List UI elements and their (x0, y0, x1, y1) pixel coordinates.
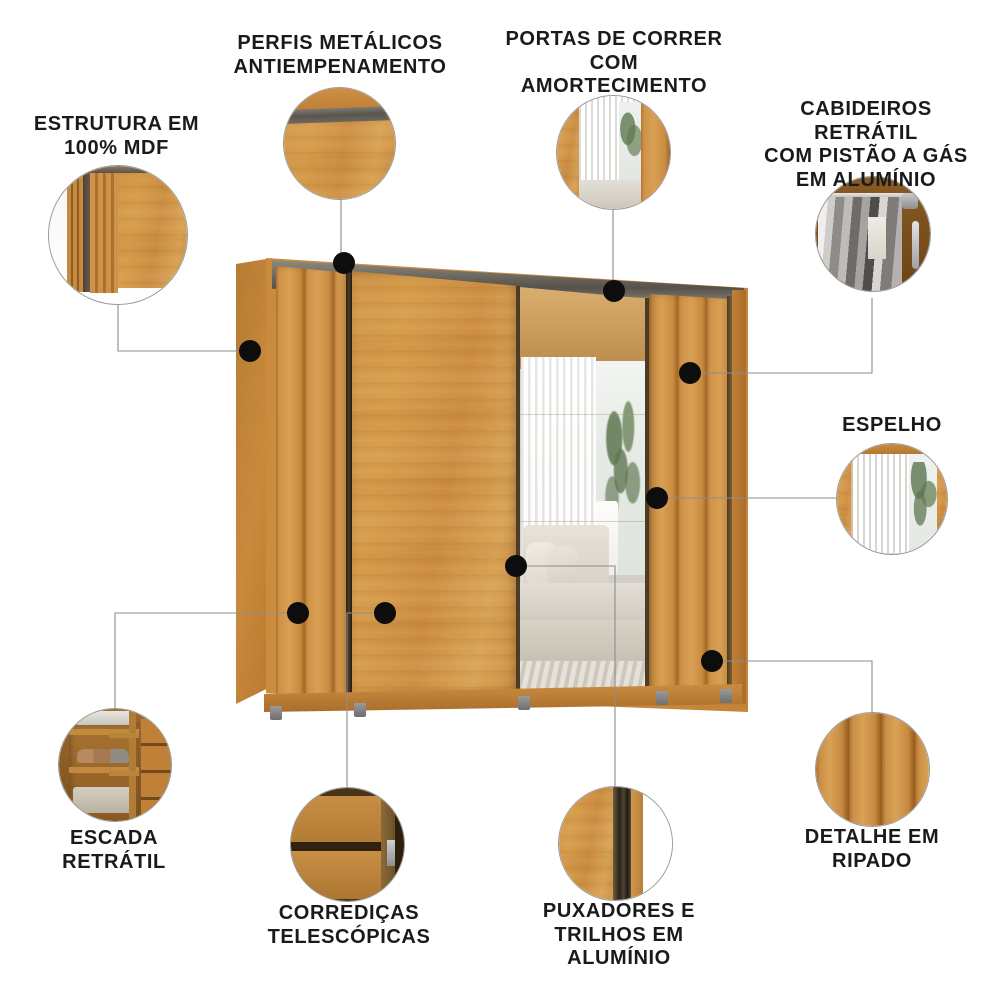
label-puxadores: PUXADORES E TRILHOS EM ALUMÍNIO (542, 900, 696, 970)
corredicas-gap (291, 842, 381, 851)
mirror-sliding-door (518, 287, 648, 698)
cabideiro-side-rod (912, 221, 919, 269)
mdf-slat-edges (90, 171, 118, 293)
mdf-dark-core (83, 172, 90, 292)
bubble-escada[interactable] (58, 708, 172, 822)
bubble-puxadores[interactable] (558, 786, 673, 901)
label-ripado: DETALHE EM RIPADO (804, 826, 940, 872)
bubble-espelho-art (837, 444, 947, 554)
portas-right-slats (641, 96, 670, 209)
mirror-seam (518, 521, 648, 523)
wardrobe-foot (270, 706, 282, 720)
bubble-perfis[interactable] (283, 87, 396, 200)
espelho-left-frame (837, 444, 853, 554)
perfis-top-wood (284, 88, 395, 110)
cabideiro-towel (868, 217, 886, 259)
puxadores-white-gap (643, 787, 672, 900)
mdf-edge-stack (67, 174, 83, 292)
label-cabideiros: CABIDEIROS RETRÁTIL COM PISTÃO A GÁS EM … (764, 98, 968, 191)
portas-left-wood (557, 96, 579, 209)
espelho-right-frame (937, 444, 947, 554)
anchor-dot-estrutura (239, 340, 261, 362)
mirror-frame-left (516, 286, 520, 699)
mirror-mattress-reflection (518, 582, 648, 624)
puxadores-left-wood (559, 787, 615, 900)
portas-bed (579, 179, 641, 209)
cabideiro-rail (822, 193, 914, 200)
escada-shelf-board-1 (69, 729, 139, 735)
label-estrutura: ESTRUTURA EM 100% MDF (33, 113, 200, 159)
portas-tree (619, 110, 641, 158)
cabideiro-clothes (818, 197, 902, 291)
escada-folded-towels (75, 711, 133, 725)
anchor-dot-cabideiros (679, 362, 701, 384)
bubble-portas[interactable] (556, 95, 671, 210)
bubble-cabideiros[interactable] (815, 176, 931, 292)
escada-ladder-step (109, 733, 139, 738)
anchor-dot-espelho (646, 487, 668, 509)
mirror-seam (518, 414, 648, 416)
mirror-ceiling-reflection (518, 287, 648, 370)
escada-ladder-step (109, 771, 139, 776)
corredicas-metal-runner (387, 840, 396, 866)
anchor-dot-ripado (701, 650, 723, 672)
bubble-ripado-art (816, 713, 929, 826)
label-corredicas: CORREDIÇAS TELESCÓPICAS (267, 902, 431, 948)
connector-estrutura (117, 300, 248, 352)
anchor-dot-corredicas (374, 602, 396, 624)
escada-drawers-right (141, 719, 171, 819)
label-escada: ESCADA RETRÁTIL (62, 827, 166, 873)
mdf-top-edge (67, 166, 187, 173)
bubble-estrutura-art (49, 166, 187, 304)
espelho-foliage (909, 462, 937, 526)
center-sliding-door (352, 271, 518, 707)
corredicas-side-shadow (395, 788, 404, 901)
anchor-dot-perfis (333, 252, 355, 274)
bubble-espelho[interactable] (836, 443, 948, 555)
escada-suitcase (73, 787, 135, 813)
left-door-gap (346, 268, 352, 704)
label-perfis: PERFIS METÁLICOS ANTIEMPENAMENTO (233, 32, 447, 78)
mirror-pillow-reflection (546, 545, 578, 588)
escada-ladder-rail (129, 709, 136, 821)
bubble-puxadores-art (559, 787, 672, 900)
bubble-portas-art (557, 96, 670, 209)
corredicas-drawer-top (291, 796, 381, 842)
bubble-cabideiros-art (816, 177, 930, 291)
escada-shoes (77, 749, 129, 763)
bubble-perfis-art (284, 88, 395, 199)
mirror-bed-base-reflection (518, 619, 648, 666)
espelho-top-frame (837, 444, 947, 454)
anchor-dot-puxadores (505, 555, 527, 577)
puxadores-right-wood (631, 787, 643, 900)
right-side-return (732, 290, 746, 704)
espelho-sheer-curtain (851, 450, 909, 554)
wardrobe-illustration (236, 244, 748, 724)
mdf-front-face (118, 170, 187, 288)
anchor-dot-escada (287, 602, 309, 624)
label-espelho: ESPELHO (842, 414, 942, 436)
right-frame-edge (727, 296, 734, 704)
left-slatted-door (276, 266, 348, 703)
bubble-estrutura[interactable] (48, 165, 188, 305)
cabideiro-gas-piston (902, 193, 918, 209)
wardrobe-foot (720, 689, 732, 703)
bubble-corredicas[interactable] (290, 787, 405, 902)
wardrobe-foot (518, 696, 530, 710)
wardrobe-foot (354, 703, 366, 717)
corredicas-drawer-bottom (291, 851, 381, 899)
wardrobe-foot (656, 691, 668, 705)
escada-shelf-board-2 (69, 767, 139, 773)
bubble-ripado[interactable] (815, 712, 930, 827)
bubble-corredicas-art (291, 788, 404, 901)
bubble-escada-art (59, 709, 171, 821)
anchor-dot-portas (603, 280, 625, 302)
label-portas: PORTAS DE CORRER COM AMORTECIMENTO (505, 28, 723, 98)
puxadores-aluminium-handle (613, 787, 631, 900)
